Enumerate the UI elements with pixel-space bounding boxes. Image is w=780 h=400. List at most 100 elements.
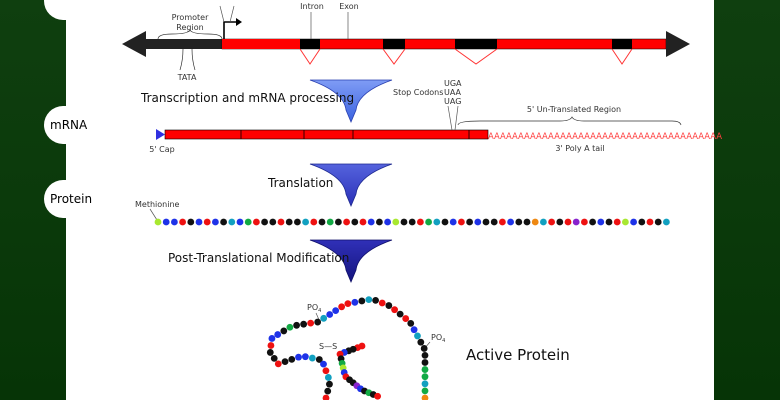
dna-intron	[300, 39, 320, 49]
five-prime-cap-icon	[156, 129, 165, 140]
amino-acid	[441, 218, 449, 226]
protein-residue	[365, 296, 373, 304]
amino-acid	[392, 218, 400, 226]
amino-acid	[162, 218, 170, 226]
amino-acid	[499, 218, 506, 226]
amino-acid	[572, 218, 580, 226]
dna-exon	[222, 39, 300, 49]
protein-residue	[407, 319, 415, 327]
methionine-label: Methionine	[135, 200, 180, 209]
dna-intron	[383, 39, 405, 49]
amino-acid	[417, 218, 424, 226]
step-label-ptm: Post-Translational Modification	[168, 251, 349, 265]
amino-acid	[613, 218, 621, 226]
stop-codon: UAA	[444, 88, 462, 97]
protein-residue	[288, 356, 296, 363]
amino-acid	[490, 218, 498, 226]
stop-codons-label: Stop Codons	[393, 88, 443, 97]
protein-residue	[320, 314, 328, 322]
row-tab-mrna: mRNA	[44, 106, 100, 144]
amino-acid	[589, 218, 596, 226]
amino-acid	[400, 218, 408, 226]
protein-residue	[385, 302, 393, 309]
amino-acid	[548, 218, 555, 226]
amino-acid	[310, 218, 318, 226]
amino-acid	[466, 218, 473, 226]
amino-acid	[261, 218, 268, 226]
stop-codon: UAG	[444, 97, 461, 106]
protein-residue	[338, 303, 346, 311]
intron-label: Intron	[300, 2, 324, 11]
amino-acid	[597, 218, 605, 226]
tata-label: TATA	[177, 73, 197, 82]
process-arrow-translation	[309, 163, 393, 208]
dna-right-arrowhead	[666, 31, 690, 57]
stop-codon-pointer	[447, 105, 459, 131]
protein-residue	[268, 335, 276, 342]
amino-acid	[556, 218, 564, 226]
amino-acid	[253, 218, 260, 226]
amino-acid	[581, 218, 588, 226]
transcription-start-arrowhead	[236, 18, 242, 26]
protein-residue	[308, 354, 316, 362]
amino-acid	[630, 218, 637, 226]
amino-acid	[154, 218, 162, 226]
protein-residue	[300, 320, 308, 328]
dna-intron	[612, 39, 632, 49]
protein-residue	[421, 387, 429, 395]
protein-residue	[324, 374, 332, 381]
protein-residue	[417, 338, 425, 346]
step-label-transcription: Transcription and mRNA processing	[140, 91, 354, 105]
amino-acid	[515, 218, 523, 226]
protein-residue	[421, 351, 429, 359]
promoter-label-line2: Region	[176, 23, 203, 32]
splice-mark	[382, 48, 406, 65]
disulfide-bond-label: S—S	[319, 342, 337, 351]
protein-residue	[332, 307, 340, 315]
utr-label: 5' Un-Translated Region	[527, 105, 621, 114]
amino-acid	[482, 218, 490, 226]
row-label-protein: Protein	[50, 192, 93, 206]
protein-residue	[420, 345, 428, 352]
dna-left-arrowhead	[122, 31, 222, 57]
protein-residue	[274, 331, 282, 338]
protein-residue	[324, 387, 332, 395]
amino-acid	[335, 218, 342, 226]
amino-acid	[277, 218, 285, 226]
dna-gene: Promoter Region TATA Intron Exon	[122, 2, 690, 82]
amino-acid	[622, 218, 629, 226]
cap-label: 5' Cap	[149, 145, 174, 154]
protein-residue	[421, 359, 429, 366]
protein-residue	[326, 311, 334, 318]
amino-acid	[433, 218, 441, 226]
protein-residue	[322, 367, 330, 375]
amino-acid	[187, 218, 195, 226]
splice-mark	[299, 48, 321, 65]
exon-label: Exon	[339, 2, 359, 11]
amino-acid	[376, 218, 383, 226]
protein-residue	[280, 327, 288, 335]
amino-acid	[384, 218, 391, 226]
protein-residue	[372, 297, 380, 304]
amino-acid	[302, 218, 309, 226]
amino-acid-chain: Methionine	[135, 200, 670, 226]
protein-residue	[266, 349, 274, 356]
dna-intron	[455, 39, 497, 49]
protein-residue	[326, 380, 333, 388]
protein-residue	[344, 300, 352, 308]
amino-acid	[449, 218, 457, 226]
utr-brace	[457, 116, 682, 126]
row-tab-dna	[44, 0, 100, 20]
protein-residue	[402, 315, 410, 322]
amino-acid	[564, 218, 572, 226]
row-label-mrna: mRNA	[50, 118, 88, 132]
amino-acid	[212, 218, 219, 226]
protein-residue	[293, 321, 301, 329]
amino-acid	[294, 218, 301, 226]
amino-acid	[408, 218, 416, 226]
amino-acid	[228, 218, 236, 226]
protein-residue	[378, 299, 386, 307]
protein-residue	[281, 358, 289, 366]
protein-residue	[410, 326, 418, 334]
